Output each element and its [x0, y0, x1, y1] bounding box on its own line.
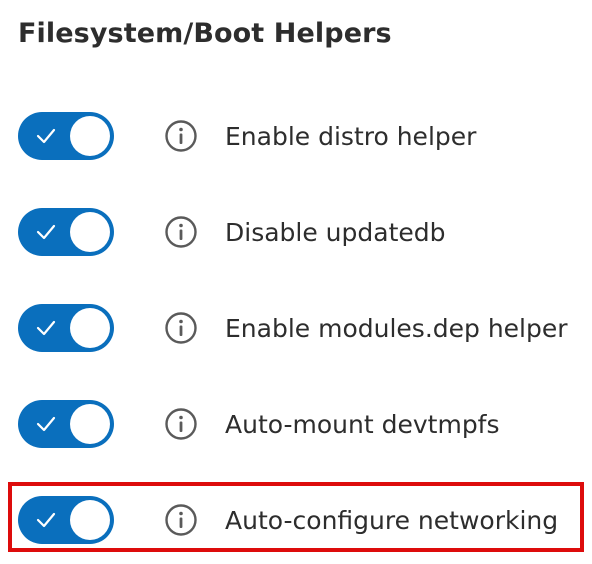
toggle-row-distro-helper: Enable distro helper	[18, 112, 578, 160]
info-icon[interactable]	[164, 407, 198, 441]
toggle-label: Disable updatedb	[225, 217, 446, 247]
section-title: Filesystem/Boot Helpers	[18, 18, 392, 49]
toggle-knob	[70, 116, 110, 156]
toggle-knob	[70, 212, 110, 252]
toggle-label: Auto-configure networking	[225, 505, 559, 535]
auto-mount-devtmpfs-toggle[interactable]	[18, 400, 114, 448]
check-icon	[36, 416, 56, 432]
toggle-label: Enable modules.dep helper	[225, 313, 568, 343]
toggle-row-auto-mount-devtmpfs: Auto-mount devtmpfs	[18, 400, 578, 448]
toggle-knob	[70, 308, 110, 348]
toggle-knob	[70, 404, 110, 444]
info-icon[interactable]	[164, 311, 198, 345]
modules-dep-helper-toggle[interactable]	[18, 304, 114, 352]
toggle-row-auto-configure-networking: Auto-configure networking	[18, 496, 578, 544]
info-icon[interactable]	[164, 503, 198, 537]
toggle-row-disable-updatedb: Disable updatedb	[18, 208, 578, 256]
toggle-knob	[70, 500, 110, 540]
check-icon	[36, 224, 56, 240]
check-icon	[36, 128, 56, 144]
info-icon[interactable]	[164, 215, 198, 249]
check-icon	[36, 512, 56, 528]
auto-configure-networking-toggle[interactable]	[18, 496, 114, 544]
check-icon	[36, 320, 56, 336]
disable-updatedb-toggle[interactable]	[18, 208, 114, 256]
toggle-label: Auto-mount devtmpfs	[225, 409, 500, 439]
toggle-label: Enable distro helper	[225, 121, 477, 151]
toggle-row-modules-dep-helper: Enable modules.dep helper	[18, 304, 578, 352]
distro-helper-toggle[interactable]	[18, 112, 114, 160]
info-icon[interactable]	[164, 119, 198, 153]
